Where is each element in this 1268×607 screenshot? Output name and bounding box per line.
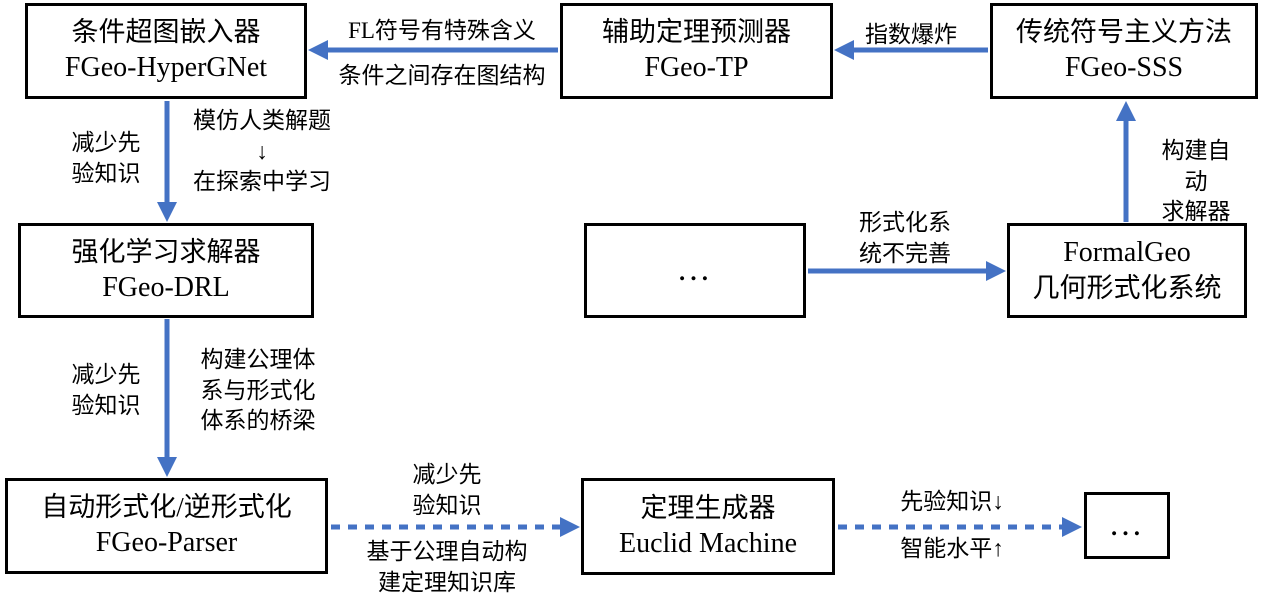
box-sss-title: 传统符号主义方法 <box>1016 17 1232 48</box>
box-formalgeo-title: FormalGeo <box>1063 236 1191 268</box>
box-tp-subtitle: FGeo-TP <box>644 52 749 84</box>
box-parser-subtitle: FGeo-Parser <box>95 527 238 559</box>
box-mid-ellipsis-text: … <box>676 251 714 289</box>
box-hypergnet-title: 条件超图嵌入器 <box>71 17 261 48</box>
box-drl-title: 强化学习求解器 <box>71 236 261 267</box>
box-euclid-subtitle: Euclid Machine <box>618 527 798 559</box>
box-end-ellipsis: … <box>1084 492 1170 559</box>
box-euclid-title: 定理生成器 <box>640 492 776 523</box>
label-build-solver: 构建自动 求解器 <box>1161 138 1231 225</box>
box-parser: 自动形式化/逆形式化 FGeo-Parser <box>5 478 328 574</box>
box-sss-subtitle: FGeo-SSS <box>1064 52 1184 84</box>
box-formalgeo-subtitle: 几何形式化系统 <box>1032 273 1222 304</box>
label-axiom-theorem-kb: 基于公理自动构 建定理知识库 <box>366 539 528 595</box>
box-hypergnet: 条件超图嵌入器 FGeo-HyperGNet <box>25 3 307 99</box>
label-reduce-prior-2: 减少先 验知识 <box>71 362 141 418</box>
box-hypergnet-subtitle: FGeo-HyperGNet <box>64 52 268 84</box>
box-drl-subtitle: FGeo-DRL <box>102 271 230 303</box>
box-sss: 传统符号主义方法 FGeo-SSS <box>990 3 1258 99</box>
label-exponential-explosion: 指数爆炸 <box>865 22 957 47</box>
box-end-ellipsis-text: … <box>1108 506 1146 544</box>
box-mid-ellipsis: … <box>584 223 806 318</box>
label-reduce-prior-3: 减少先 验知识 <box>412 462 482 518</box>
label-formal-incomplete: 形式化系 统不完善 <box>859 210 951 266</box>
box-tp-title: 辅助定理预测器 <box>602 17 791 48</box>
box-euclid: 定理生成器 Euclid Machine <box>581 478 835 575</box>
box-tp: 辅助定理预测器 FGeo-TP <box>560 3 833 99</box>
label-reduce-prior-1: 减少先 验知识 <box>71 130 141 186</box>
box-drl: 强化学习求解器 FGeo-DRL <box>18 223 314 318</box>
label-fl-symbols: FL符号有特殊含义 <box>348 18 536 43</box>
label-prior-knowledge-down: 先验知识↓ <box>900 489 1004 514</box>
label-intelligence-up: 智能水平↑ <box>900 536 1004 561</box>
label-graph-structure: 条件之间存在图结构 <box>338 63 546 88</box>
label-axiom-bridge: 构建公理体 系与形式化 体系的桥梁 <box>200 347 316 434</box>
label-imitate-human: 模仿人类解题 ↓ 在探索中学习 <box>193 108 331 195</box>
box-formalgeo: FormalGeo 几何形式化系统 <box>1007 223 1247 318</box>
box-parser-title: 自动形式化/逆形式化 <box>41 492 292 523</box>
